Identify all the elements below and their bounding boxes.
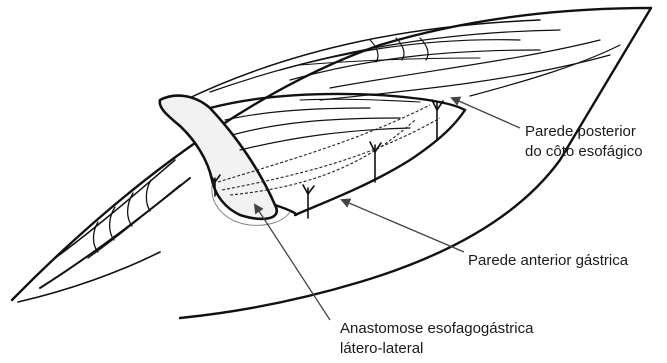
callout-arrows: [255, 98, 520, 320]
stitch-3: [370, 142, 381, 182]
esophageal-stump: [160, 94, 465, 225]
arrow-anastomose: [255, 205, 330, 320]
stitch-4: [432, 100, 443, 140]
label-anastomosis-line-2: látero-lateral: [340, 339, 533, 359]
outer-tissue: [12, 8, 651, 318]
label-anastomosis-line-1: Anastomose esofagogástrica: [340, 319, 533, 339]
arrow-anterior: [342, 200, 464, 252]
stitch-2: [303, 185, 314, 218]
label-anastomosis: Anastomose esofagogástrica látero-latera…: [340, 319, 533, 359]
label-posterior-wall: Parede posterior do côto esofágico: [525, 122, 643, 162]
label-anterior-line-1: Parede anterior gástrica: [468, 251, 628, 271]
label-posterior-line-1: Parede posterior: [525, 122, 643, 142]
label-anterior-wall: Parede anterior gástrica: [468, 251, 628, 271]
label-posterior-line-2: do côto esofágico: [525, 142, 643, 162]
